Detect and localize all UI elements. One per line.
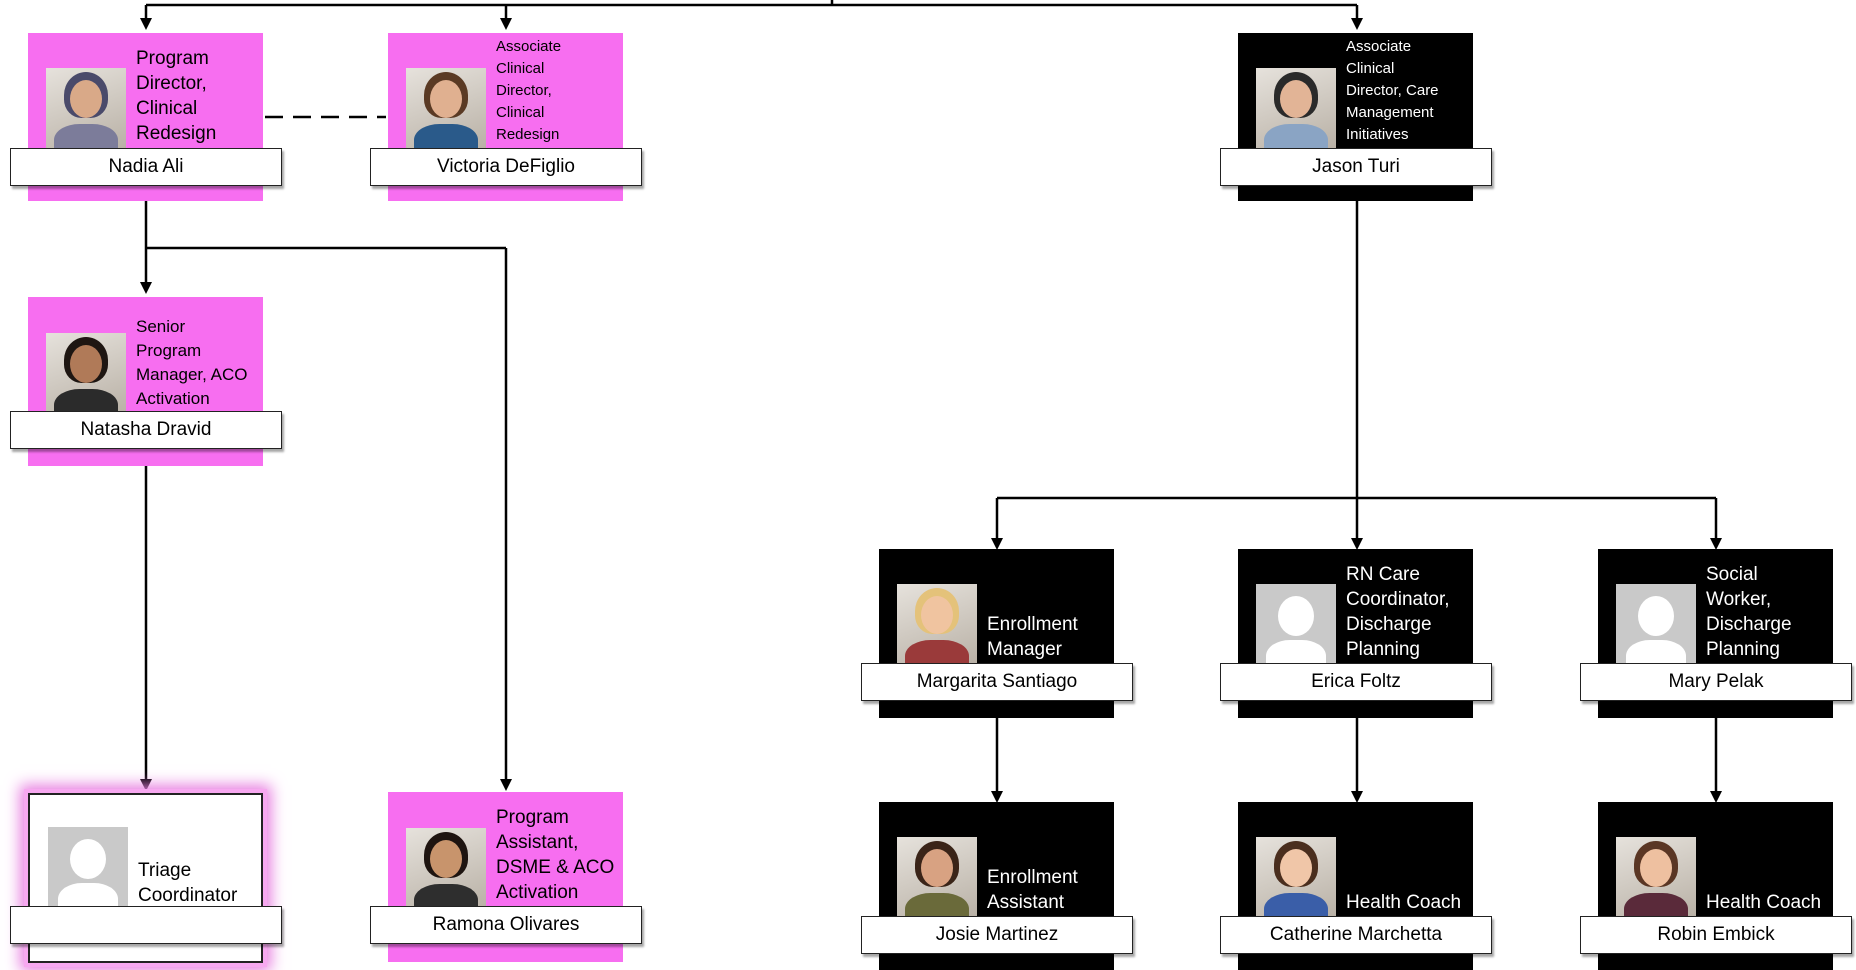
job-title: Enrollment Manager [987, 614, 1078, 660]
name-label: Mary Pelak [1580, 663, 1852, 701]
portrait-photo [1616, 837, 1696, 917]
portrait-photo [897, 837, 977, 917]
portrait-photo [897, 584, 977, 664]
placeholder-avatar-icon [1256, 584, 1336, 664]
portrait-photo [406, 828, 486, 908]
top-connector [140, 0, 1363, 30]
portrait-photo [46, 68, 126, 148]
job-title: Health Coach [1706, 892, 1822, 913]
portrait-photo [406, 68, 486, 148]
job-title: Senior Program Manager, ACO Activation [136, 317, 248, 408]
portrait-photo [1256, 68, 1336, 148]
job-title: Associate Clinical Director, Clinical Re… [496, 38, 562, 143]
jason-connectors [991, 201, 1722, 550]
job-title: Health Coach [1346, 892, 1462, 913]
job-title: RN Care Coordinator, Discharge Planning [1346, 564, 1450, 660]
nadia-connectors [140, 201, 512, 791]
job-title: Program Assistant, DSME & ACO Activation [496, 807, 615, 903]
job-title: Triage Coordinator [138, 860, 238, 906]
name-label: Robin Embick [1580, 916, 1852, 954]
placeholder-avatar-icon [48, 827, 128, 907]
job-title: Enrollment Assistant [987, 867, 1078, 913]
name-label: Margarita Santiago [861, 663, 1133, 701]
name-label: Erica Foltz [1220, 663, 1492, 701]
name-label [10, 906, 282, 944]
name-label: Natasha Dravid [10, 411, 282, 449]
job-title: Associate Clinical Director, Care Manage… [1346, 38, 1439, 143]
team-connectors [991, 718, 1722, 803]
portrait-photo [46, 333, 126, 413]
placeholder-avatar-icon [1616, 584, 1696, 664]
portrait-photo [1256, 837, 1336, 917]
name-label: Nadia Ali [10, 148, 282, 186]
name-label: Ramona Olivares [370, 906, 642, 944]
job-title: Social Worker, Discharge Planning [1706, 564, 1792, 660]
name-label: Victoria DeFiglio [370, 148, 642, 186]
name-label: Jason Turi [1220, 148, 1492, 186]
job-title: Program Director, Clinical Redesign [136, 48, 217, 144]
name-label: Josie Martinez [861, 916, 1133, 954]
name-label: Catherine Marchetta [1220, 916, 1492, 954]
